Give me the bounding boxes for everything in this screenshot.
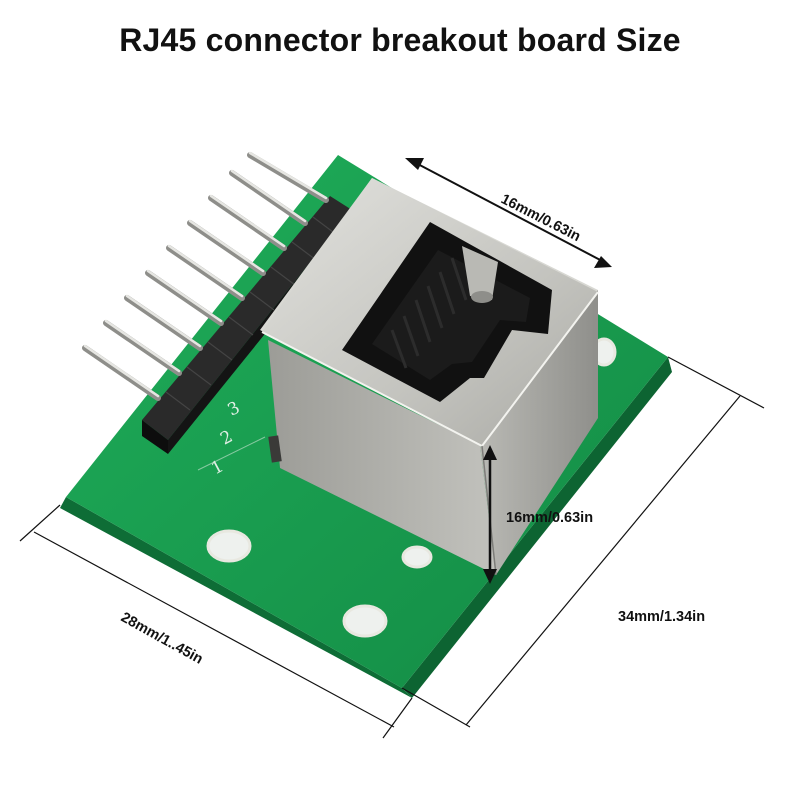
mounting-hole [206, 529, 252, 563]
top-width-arrow [413, 161, 605, 263]
header-pins [82, 151, 329, 401]
mounting-hole [401, 545, 433, 569]
board-width-line [33, 531, 395, 728]
jack-height-label: 16mm/0.63in [506, 510, 593, 526]
mounting-hole [342, 604, 388, 638]
page-title: RJ45 connector breakout board Size [119, 22, 681, 58]
dimension-lines [19, 158, 765, 739]
top-width-label: 16mm/0.63in [498, 191, 583, 245]
board-length-label: 34mm/1.34in [618, 609, 705, 625]
board-length-line [465, 395, 741, 726]
rj45-jack [260, 178, 599, 576]
